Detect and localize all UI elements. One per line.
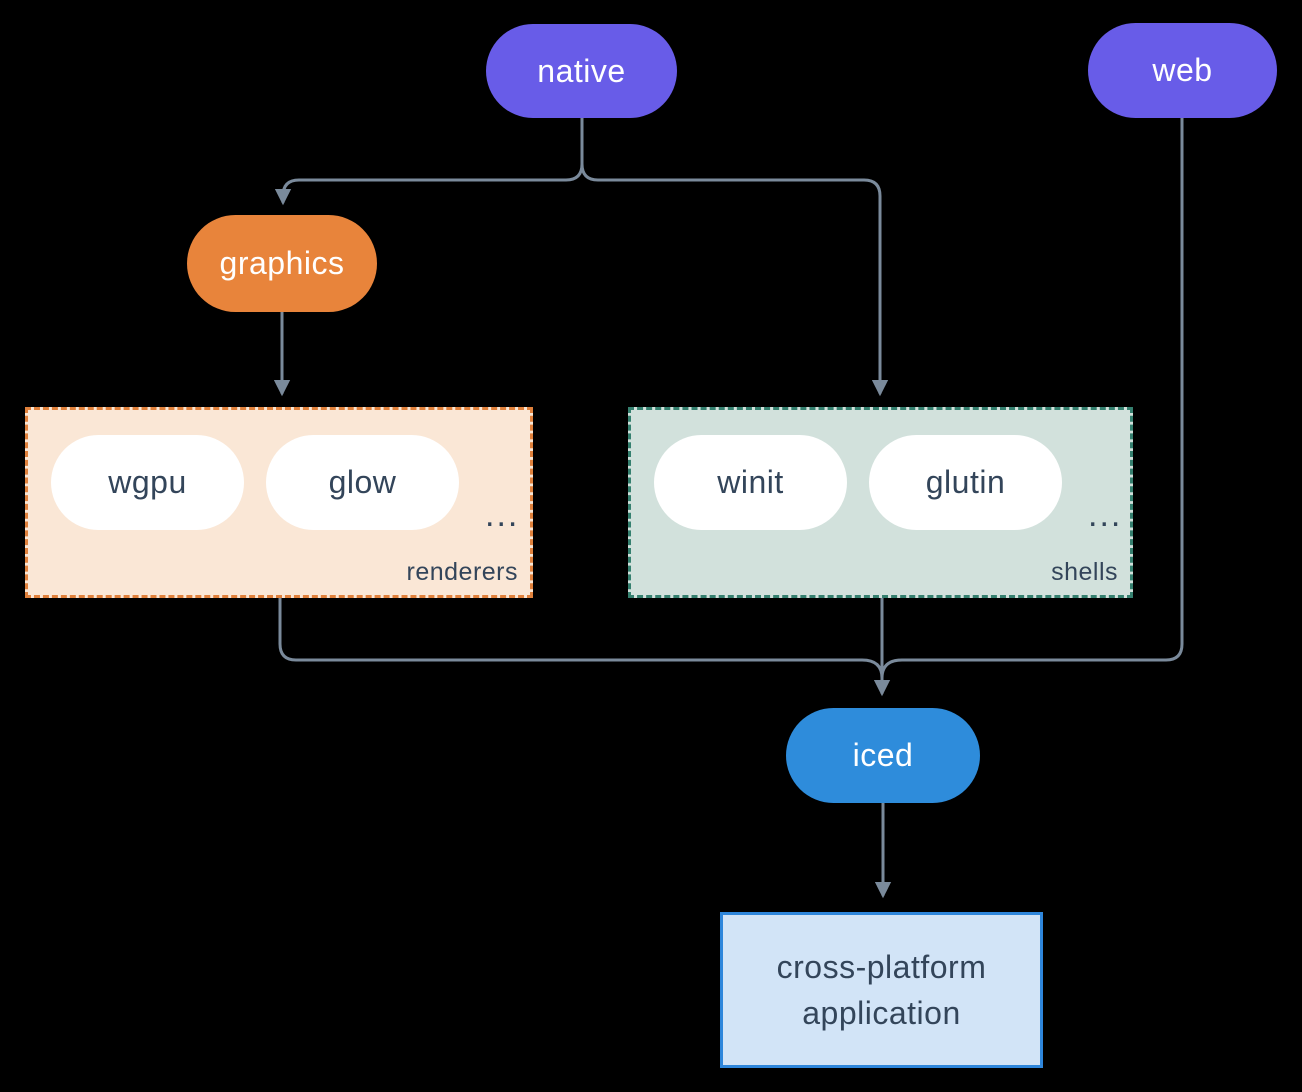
group-renderers: wgpu glow ... renderers: [25, 407, 533, 598]
node-native: native: [486, 24, 677, 118]
node-graphics: graphics: [187, 215, 377, 312]
group-shells: winit glutin ... shells: [628, 407, 1133, 598]
node-glutin-label: glutin: [925, 464, 1006, 500]
node-web: web: [1088, 23, 1277, 118]
edge-native-shells: [580, 116, 889, 397]
shells-ellipsis: ...: [1088, 495, 1123, 534]
renderers-ellipsis: ...: [485, 495, 520, 534]
node-iced-label: iced: [852, 737, 914, 773]
node-winit-label: winit: [717, 464, 784, 500]
node-wgpu: wgpu: [51, 435, 244, 530]
node-glow: glow: [266, 435, 459, 530]
node-winit: winit: [654, 435, 847, 530]
node-application-label: cross-platform application: [776, 948, 987, 1031]
node-native-label: native: [537, 52, 626, 89]
node-application: cross-platform application: [720, 912, 1043, 1068]
edge-native-graphics: [274, 116, 584, 206]
group-shells-label: shells: [1051, 558, 1118, 586]
node-glow-label: glow: [328, 464, 397, 500]
edge-renderers-iced: [278, 596, 884, 680]
node-glutin: glutin: [869, 435, 1062, 530]
node-web-label: web: [1152, 52, 1213, 88]
node-graphics-label: graphics: [219, 245, 345, 281]
node-iced: iced: [786, 708, 980, 803]
group-renderers-label: renderers: [406, 558, 518, 586]
node-wgpu-label: wgpu: [108, 464, 187, 500]
